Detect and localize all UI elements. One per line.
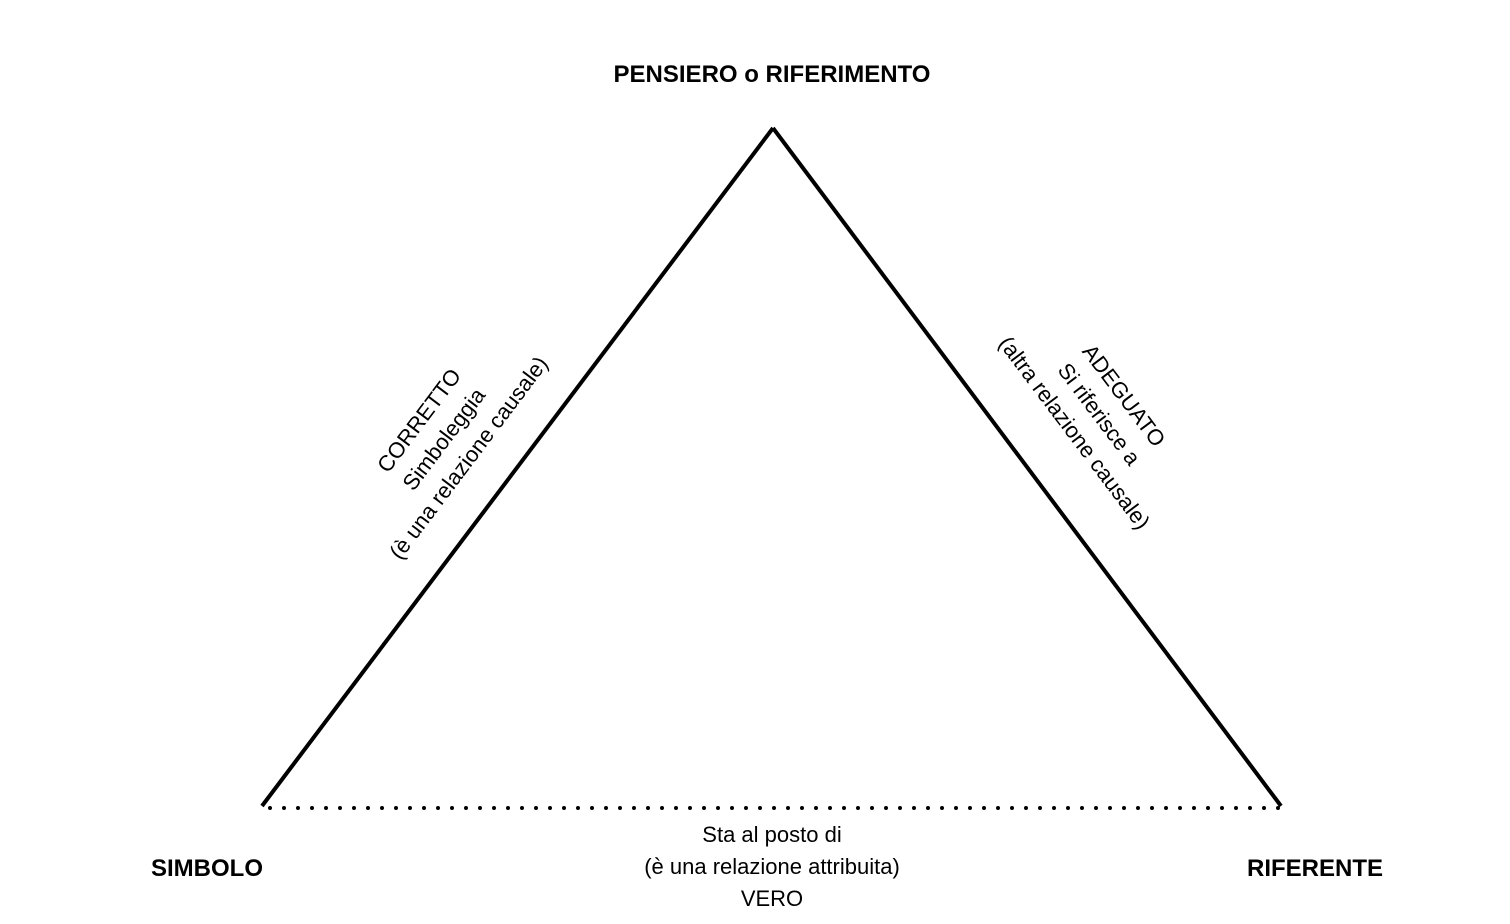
- bottom-edge-line-2: (è una relazione attribuita): [644, 854, 900, 879]
- right-edge: [771, 126, 1283, 808]
- left-edge: [260, 126, 775, 808]
- bottom-edge-line-1: Sta al posto di: [702, 822, 841, 847]
- right-edge-label: ADEGUATO Si riferisce a (altra relazione…: [994, 331, 1171, 534]
- vertex-right-label: RIFERENTE: [1247, 855, 1383, 882]
- left-edge-label: CORRETTO Simboleggia (è una relazione ca…: [372, 352, 553, 564]
- vertex-top-label: PENSIERO o RIFERIMENTO: [614, 61, 931, 88]
- bottom-edge-line-3: VERO: [741, 886, 803, 911]
- vertex-left-label: SIMBOLO: [151, 855, 263, 882]
